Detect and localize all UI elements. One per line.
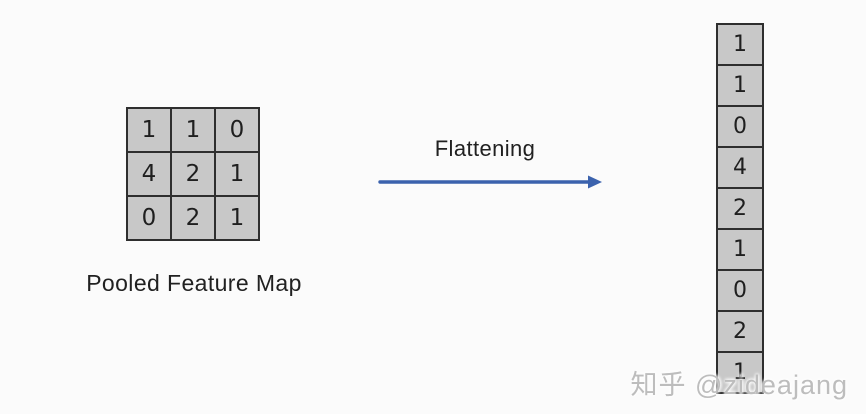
grid-cell-r2-c1: 2: [172, 197, 214, 239]
vector-cell-8: 1: [718, 353, 762, 392]
grid-cell-r2-c0: 0: [128, 197, 170, 239]
pooled-feature-map-grid: 1 1 0 4 2 1 0 2 1: [126, 107, 260, 241]
flattened-vector: 1 1 0 4 2 1 0 2 1: [716, 23, 764, 394]
watermark: 知乎 @zideajang: [630, 370, 848, 400]
vector-cell-1: 1: [718, 66, 762, 105]
grid-cell-r0-c1: 1: [172, 109, 214, 151]
vector-cell-0: 1: [718, 25, 762, 64]
grid-cell-r1-c2: 1: [216, 153, 258, 195]
grid-cell-r0-c2: 0: [216, 109, 258, 151]
vector-cell-5: 1: [718, 230, 762, 269]
pooled-feature-map-label: Pooled Feature Map: [86, 270, 302, 296]
grid-cell-r1-c1: 2: [172, 153, 214, 195]
grid-cell-r2-c2: 1: [216, 197, 258, 239]
flattening-arrow-icon: [378, 175, 602, 189]
vector-cell-7: 2: [718, 312, 762, 351]
flattening-label: Flattening: [434, 136, 536, 161]
vector-cell-4: 2: [718, 189, 762, 228]
grid-cell-r1-c0: 4: [128, 153, 170, 195]
grid-cell-r0-c0: 1: [128, 109, 170, 151]
vector-cell-6: 0: [718, 271, 762, 310]
vector-cell-3: 4: [718, 148, 762, 187]
vector-cell-2: 0: [718, 107, 762, 146]
